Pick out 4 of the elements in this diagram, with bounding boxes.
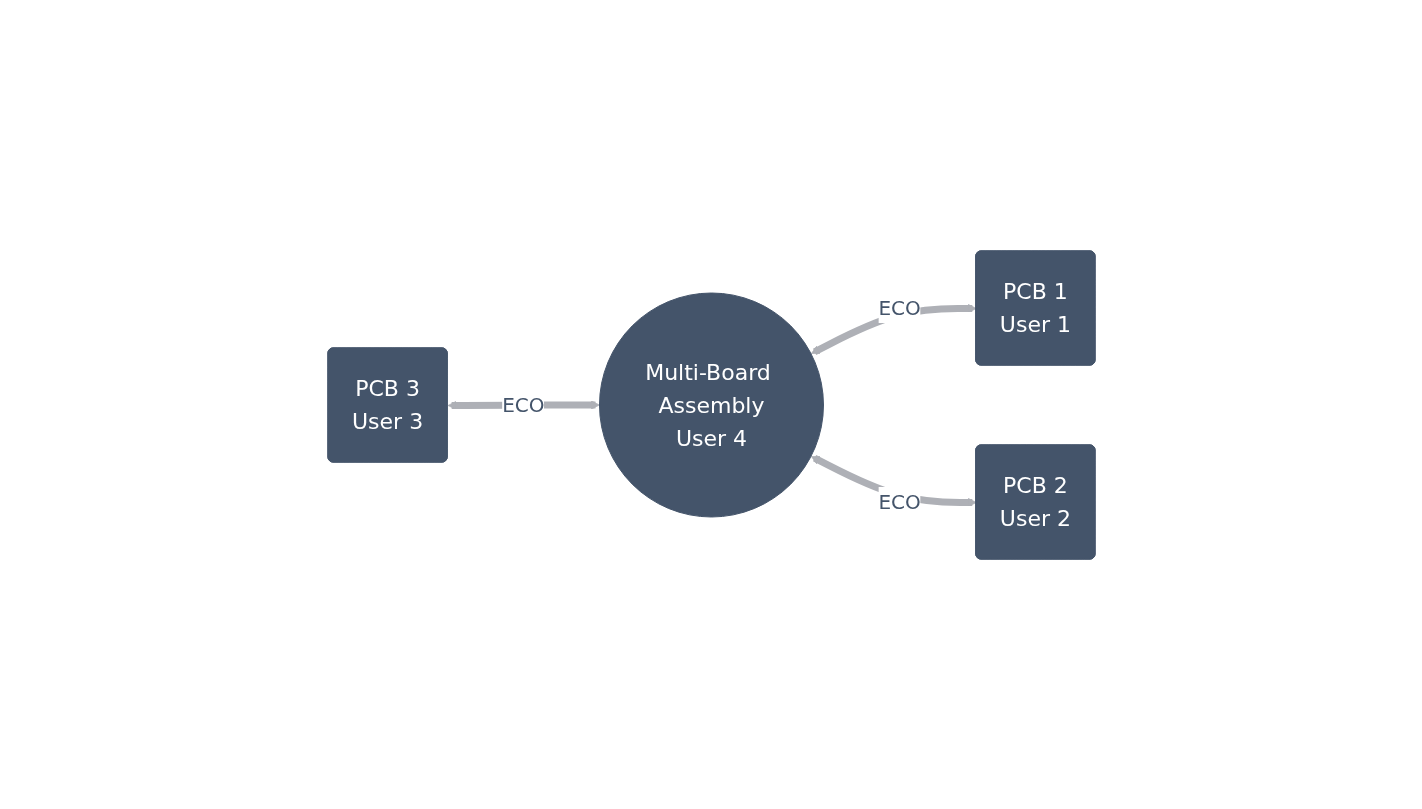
node-circle: Multi-Board Assembly User 4 <box>598 292 824 517</box>
edge-label: ECO <box>501 392 544 417</box>
edge-label: ECO <box>878 489 921 514</box>
edge-label: ECO <box>878 295 921 320</box>
